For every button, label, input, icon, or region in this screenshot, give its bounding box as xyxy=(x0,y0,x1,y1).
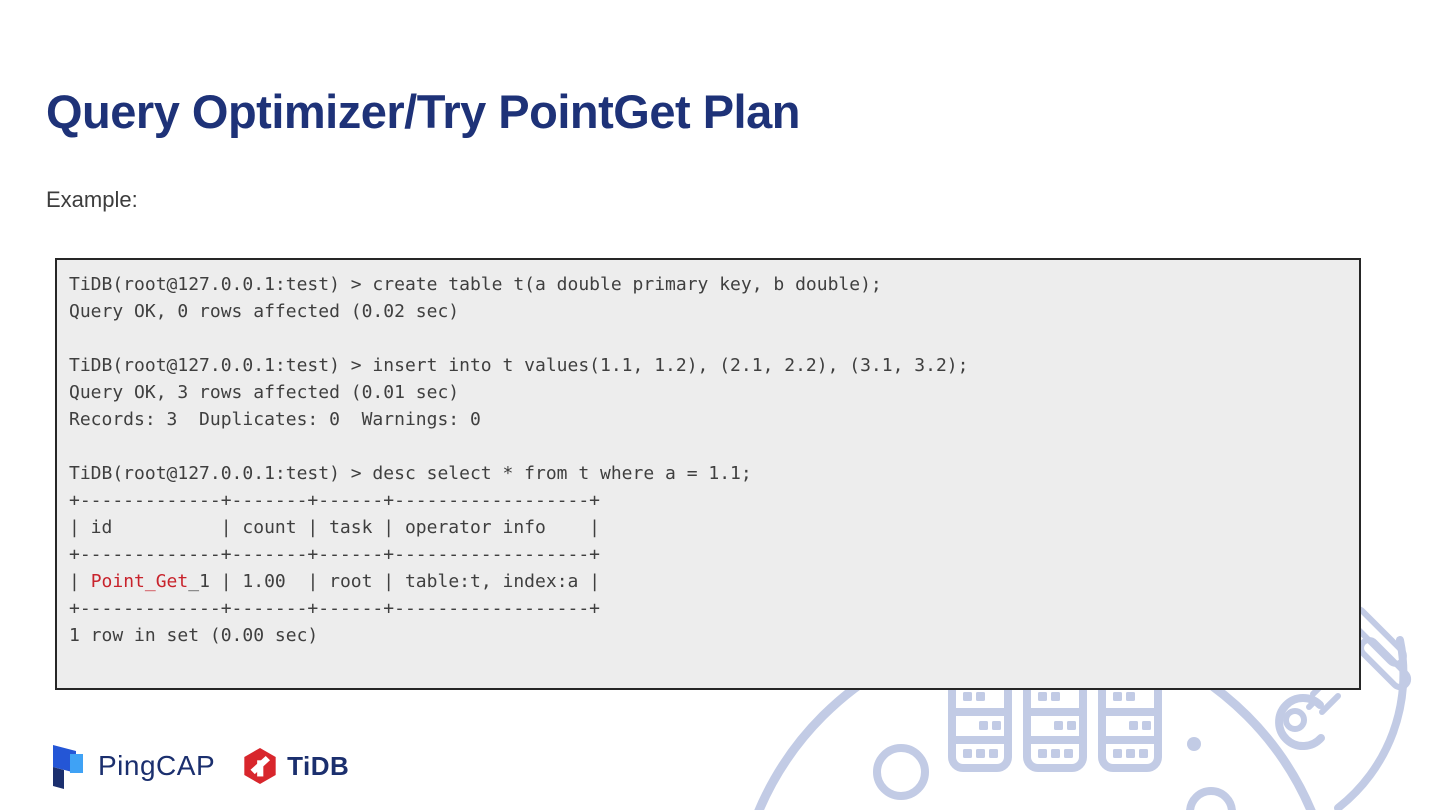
terminal-line xyxy=(69,325,1359,352)
comet-icon xyxy=(1275,606,1412,810)
terminal-block: TiDB(root@127.0.0.1:test) > create table… xyxy=(55,258,1361,690)
terminal-line: Records: 3 Duplicates: 0 Warnings: 0 xyxy=(69,409,481,430)
example-label: Example: xyxy=(46,187,138,212)
tidb-logo: TiDB xyxy=(241,747,349,785)
footer-logos: PingCAP TiDB xyxy=(50,740,349,792)
terminal-line: +-------------+-------+------+----------… xyxy=(69,544,601,565)
terminal-line: TiDB(root@127.0.0.1:test) > insert into … xyxy=(69,355,969,376)
terminal-output: TiDB(root@127.0.0.1:test) > create table… xyxy=(69,271,1359,649)
terminal-line: Query OK, 0 rows affected (0.02 sec) xyxy=(69,301,460,322)
terminal-line: +-------------+-------+------+----------… xyxy=(69,598,601,619)
terminal-line: | id | count | task | operator info | xyxy=(69,517,601,538)
highlighted-operator: Point_Get xyxy=(90,571,189,592)
pingcap-wordmark: PingCAP xyxy=(98,750,216,781)
tidb-wordmark: TiDB xyxy=(287,750,350,781)
terminal-line: | Point_Get_1 | 1.00 | root | table:t, i… xyxy=(69,571,601,592)
terminal-line: TiDB(root@127.0.0.1:test) > create table… xyxy=(69,274,882,295)
terminal-line xyxy=(69,433,1359,460)
terminal-line: +-------------+-------+------+----------… xyxy=(69,490,601,511)
tidb-icon xyxy=(244,747,276,785)
pingcap-logo: PingCAP xyxy=(50,742,215,790)
pingcap-icon xyxy=(53,745,83,789)
terminal-line: TiDB(root@127.0.0.1:test) > desc select … xyxy=(69,463,752,484)
terminal-line: Query OK, 3 rows affected (0.01 sec) xyxy=(69,382,460,403)
slide-title: Query Optimizer/Try PointGet Plan xyxy=(46,85,800,138)
terminal-line: 1 row in set (0.00 sec) xyxy=(69,625,319,646)
